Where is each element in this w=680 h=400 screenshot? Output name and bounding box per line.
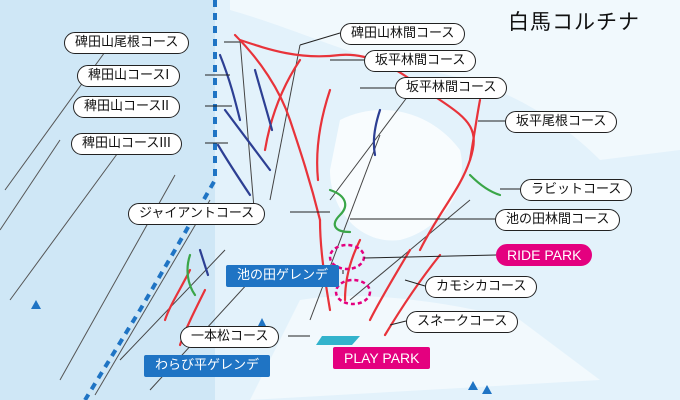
lift-line — [94, 199, 211, 396]
label-ikenota-gelande[interactable]: 池の田ゲレンデ — [226, 265, 340, 287]
label-snake[interactable]: スネークコース — [406, 311, 519, 333]
green-course-ikenota-gelande — [186, 253, 197, 297]
leader-line — [363, 254, 497, 259]
label-rabbit[interactable]: ラビットコース — [520, 179, 633, 201]
leader-line — [389, 320, 407, 326]
green-course-rabbit — [468, 173, 502, 197]
red-course-branch — [316, 88, 332, 182]
tree-icon — [258, 318, 266, 326]
red-course-side — [468, 98, 482, 162]
blue-courses — [198, 53, 382, 277]
play-park-marker — [334, 278, 372, 306]
label-hakadayama-ridge[interactable]: 碑田山尾根コース — [64, 32, 190, 54]
lift-line — [309, 134, 381, 321]
blue-course-hakadayama-1 — [218, 53, 242, 122]
blue-course-hakadayama-3 — [216, 143, 252, 197]
label-hakadayama-three[interactable]: 稗田山コースIII — [71, 133, 182, 155]
red-course-upper — [233, 33, 322, 222]
tree-icon — [31, 300, 41, 309]
label-giant[interactable]: ジャイアントコース — [128, 203, 266, 225]
label-ippon-matsu[interactable]: 一本松コース — [180, 326, 280, 348]
area-boundary-line — [83, 0, 217, 400]
label-ride-park[interactable]: RIDE PARK — [496, 244, 593, 266]
base-building-icon — [316, 336, 360, 345]
tree-icons — [31, 300, 492, 394]
label-play-park[interactable]: PLAY PARK — [333, 347, 431, 369]
label-kamoshika[interactable]: カモシカコース — [425, 276, 538, 298]
blue-course-banpei — [372, 108, 382, 157]
red-courses — [163, 33, 482, 347]
red-course-main — [238, 38, 475, 252]
label-warabidaira-gelande[interactable]: わらび平ゲレンデ — [144, 355, 271, 377]
label-banpei-rinkan-2[interactable]: 坂平林間コース — [395, 77, 508, 99]
mid-snow-area — [330, 110, 462, 241]
blue-course-upper — [253, 68, 274, 132]
label-ikenota-rinkan[interactable]: 池の田林間コース — [495, 209, 621, 231]
leader-lines — [205, 32, 520, 337]
label-banpei-rinkan-1[interactable]: 坂平林間コース — [364, 50, 477, 72]
label-hakadayama-rinkan[interactable]: 碑田山林間コース — [340, 23, 466, 45]
blue-course-short — [198, 248, 210, 277]
label-hakadayama-two[interactable]: 稗田山コースII — [73, 96, 181, 118]
red-course-snake — [383, 253, 442, 337]
red-course-branch — [263, 58, 302, 152]
leader-line — [404, 279, 426, 287]
label-hakadayama-one[interactable]: 稗田山コースI — [77, 65, 181, 87]
map-title: 白馬コルチナ — [508, 10, 640, 34]
green-courses — [186, 173, 502, 297]
lift-line — [0, 139, 61, 231]
leader-line — [299, 32, 341, 46]
lift-line — [239, 39, 256, 221]
blue-course-hakadayama-2 — [223, 108, 272, 172]
label-banpei-ridge[interactable]: 坂平尾根コース — [505, 111, 618, 133]
ride-park-marker — [328, 243, 366, 271]
lift-line — [269, 44, 301, 201]
green-course-ikenota — [328, 188, 352, 234]
tree-icon — [468, 381, 478, 390]
tree-icon — [482, 385, 492, 394]
lift-line — [9, 149, 121, 301]
